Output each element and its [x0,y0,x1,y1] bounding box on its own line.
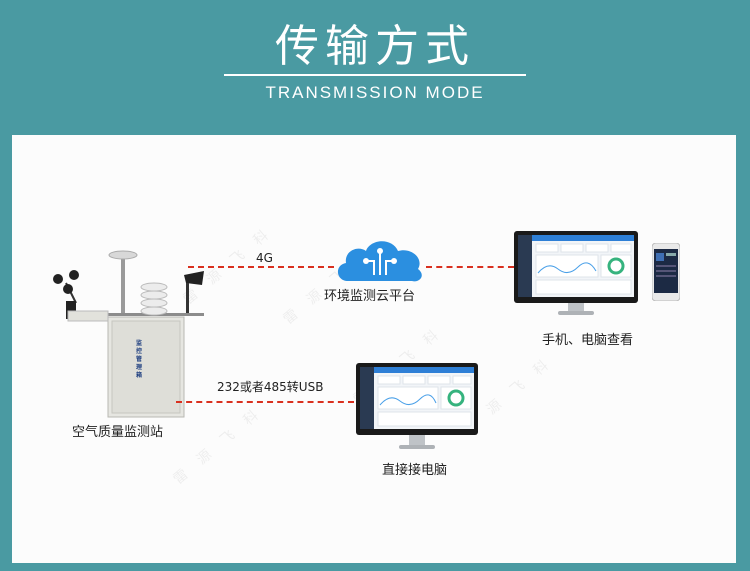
title-divider [224,74,526,76]
air-monitoring-station-icon [53,250,204,418]
wireless-link-label: 4G [256,251,273,265]
cloud-label: 环境监测云平台 [324,289,416,304]
monitor-icon [356,363,478,449]
wireless-link-line [188,266,334,268]
monitor-icon [514,231,638,315]
page-title: 传输方式 [275,21,475,72]
wired-link-label: 232或者485转USB [217,380,324,394]
page-subtitle: TRANSMISSION MODE [265,83,485,102]
phone-icon [652,243,680,301]
cloud-to-devices-line [426,266,514,268]
direct-pc-label: 直接接电脑 [382,463,448,478]
station-label: 空气质量监测站 [72,425,164,440]
devices-label: 手机、电脑查看 [542,333,634,348]
wired-link-line [176,401,354,403]
cabinet-label: 监 控 管 理 箱 [136,340,143,379]
diagram-panel: 雷 源 飞 科 雷 源 飞 科 雷 源 飞 科 雷 源 飞 科 雷 源 飞 科 [12,135,736,563]
cloud-platform-icon [337,241,422,282]
